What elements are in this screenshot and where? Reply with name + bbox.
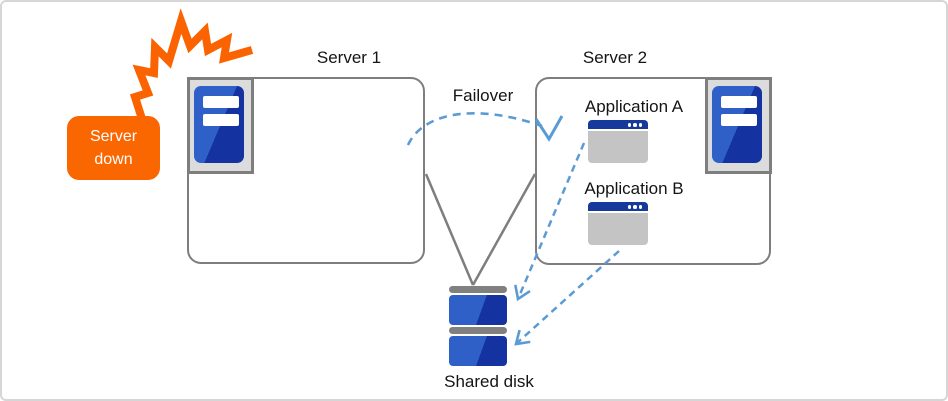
tower-slot [203,96,239,108]
app-window-icon [588,120,648,163]
shared-disk-label: Shared disk [444,372,534,391]
application-a-label: Application A [584,97,684,116]
storage-link-lines [424,173,537,286]
disk-cap [449,286,507,293]
server-tower-icon [187,77,254,174]
app-window-titlebar [588,120,648,129]
failover-label: Failover [452,86,514,105]
app-window-titlebar [588,202,648,211]
server-tower-body [712,86,762,163]
tower-slot [203,114,239,126]
app-window-body [588,131,648,163]
tower-slot [721,96,757,108]
application-b-label: Application B [584,179,684,198]
app-window-icon [588,202,648,245]
disk-cap [449,327,507,334]
app-window-body [588,213,648,245]
window-dots-icon [627,123,642,127]
server-down-line1: Server [89,127,138,145]
disk-unit [449,336,507,366]
tower-slot [721,114,757,126]
server1-label: Server 1 [316,48,382,67]
server-tower-body [194,86,244,163]
server-tower-icon [705,77,772,174]
server-down-line2: down [94,151,133,168]
server-down-callout: Server down [67,116,160,180]
disk-unit [449,295,507,325]
server2-label: Server 2 [582,48,648,67]
shared-disk-icon [449,286,507,368]
window-dots-icon [627,205,642,209]
failover-arrow [406,112,543,146]
